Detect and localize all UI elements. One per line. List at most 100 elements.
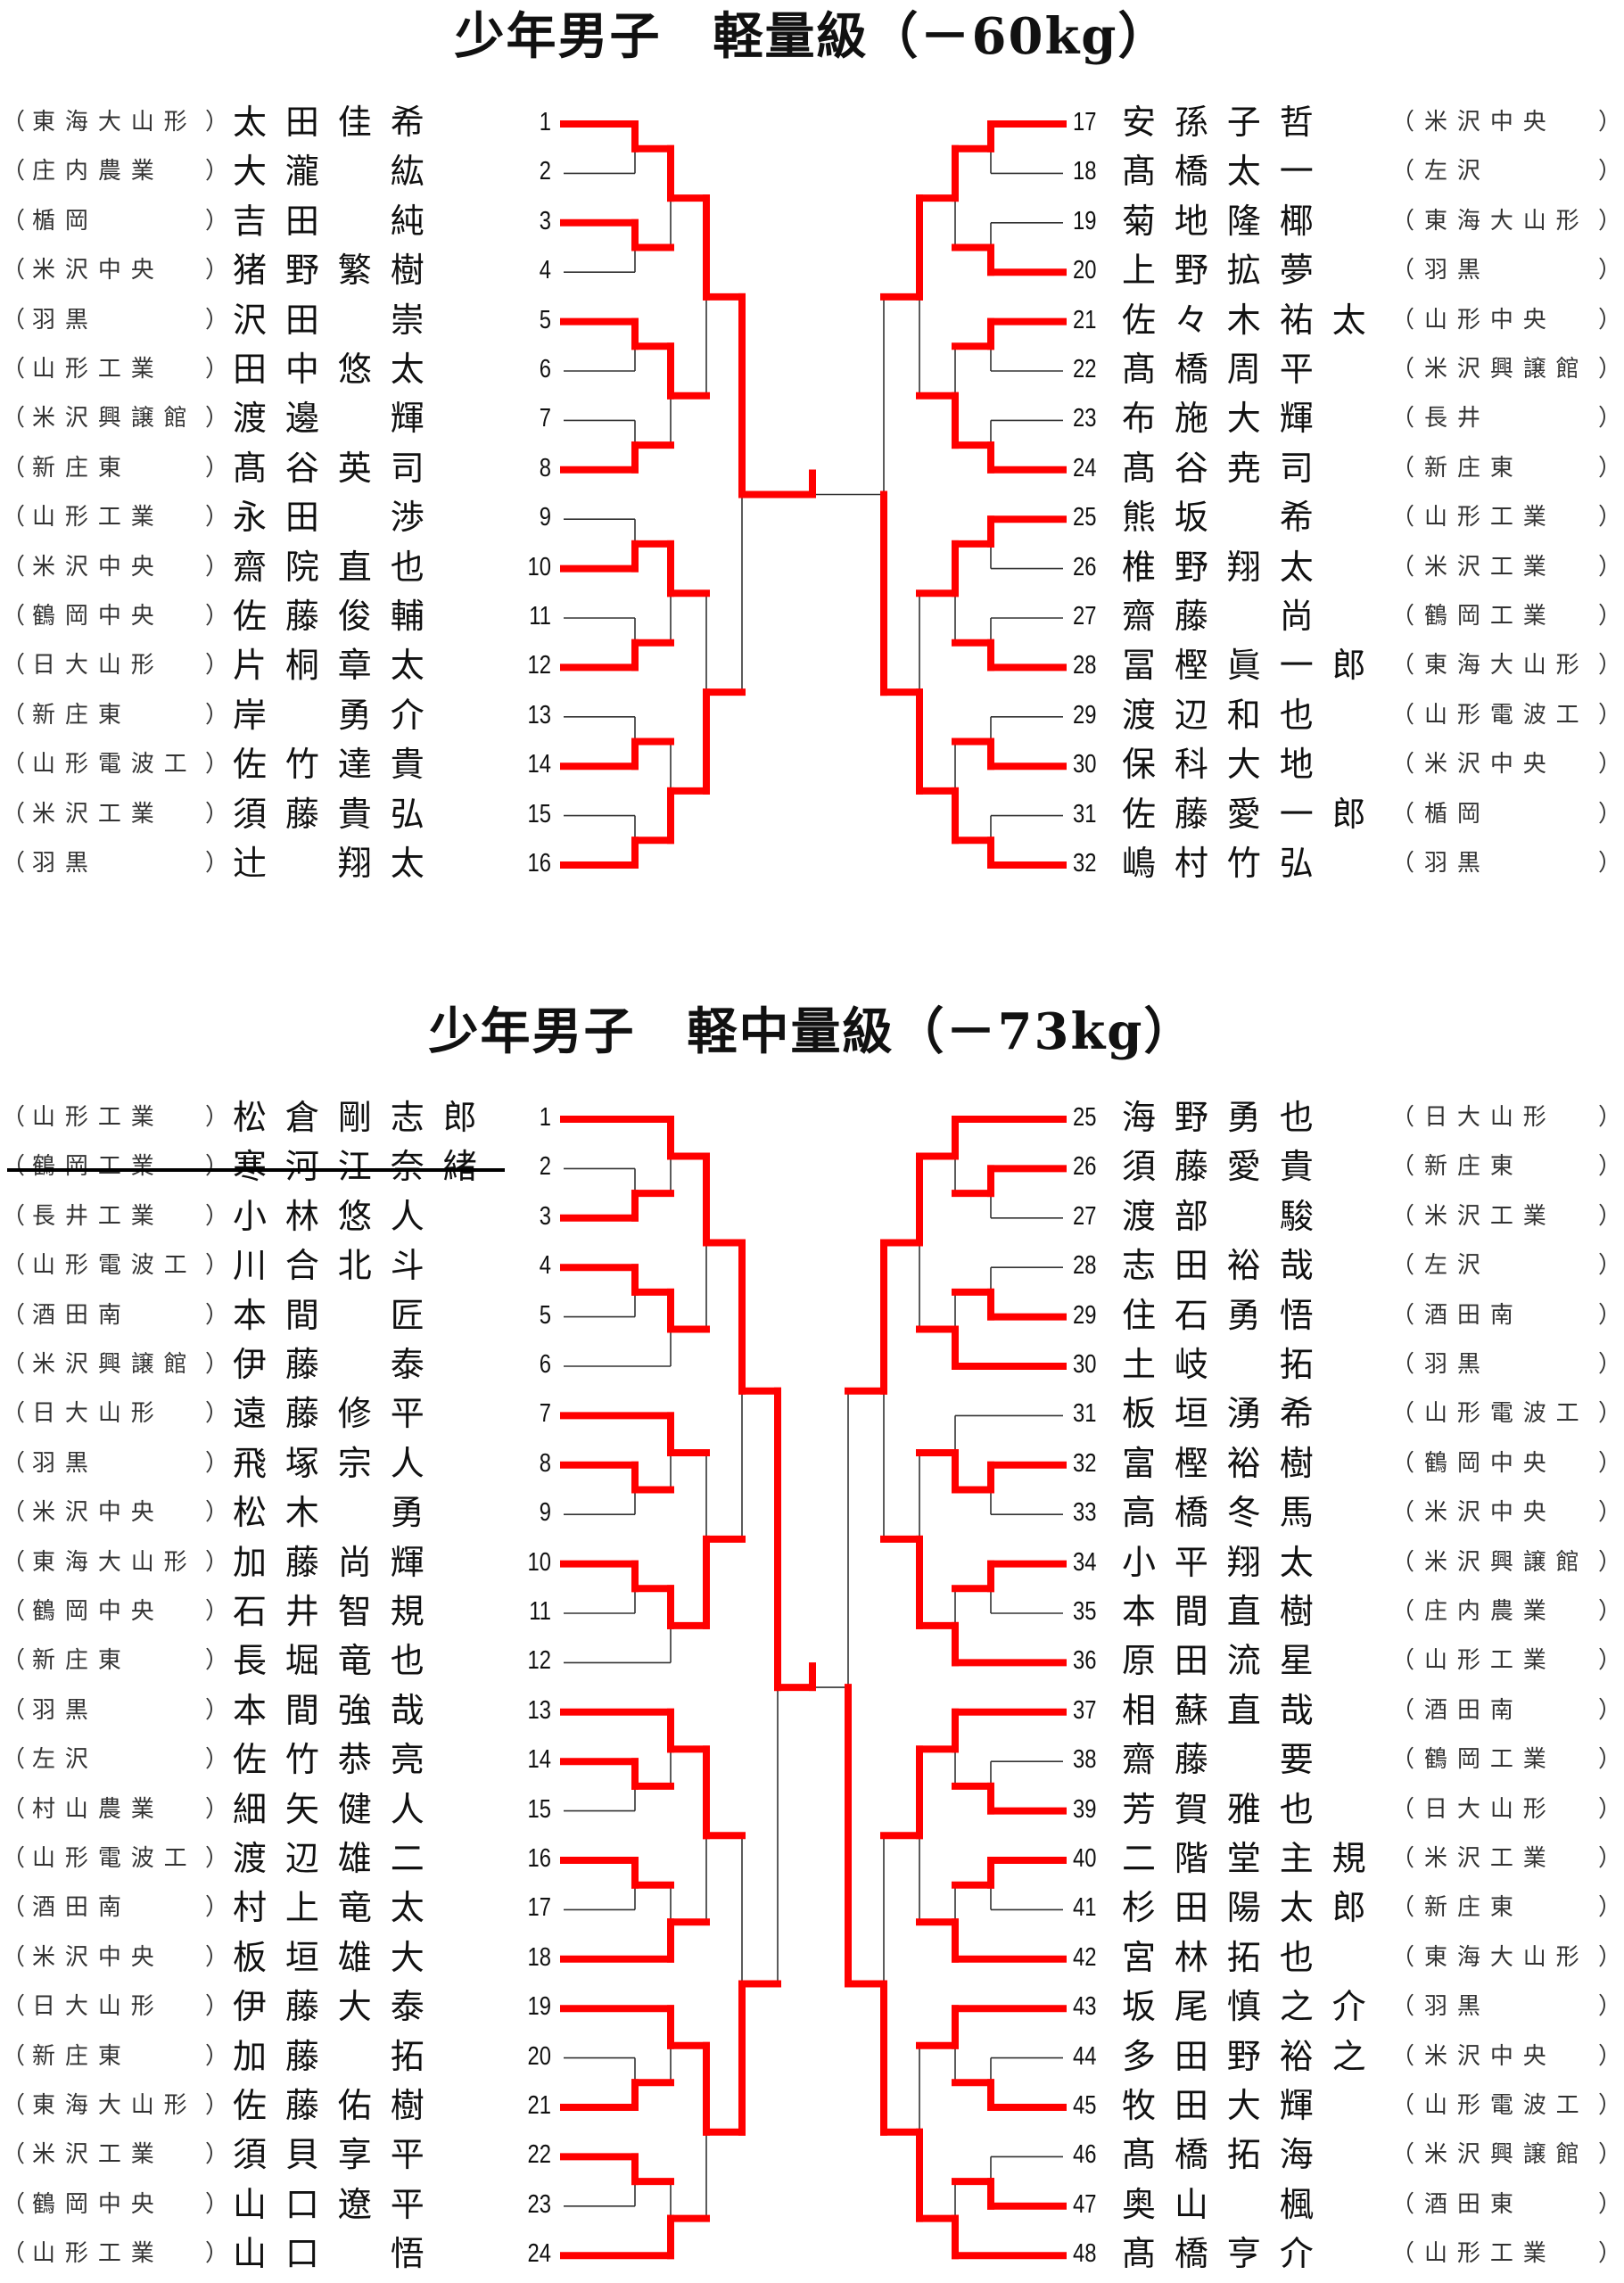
paren-close: ） [205, 1548, 229, 1576]
player-name: 田中悠太 [233, 350, 443, 389]
paren-close: ） [1598, 158, 1622, 185]
seed-number: 23 [1073, 404, 1097, 433]
paren-close: ） [205, 158, 229, 185]
paren-open: （ [2, 1795, 26, 1823]
player-name: 佐藤俊輔 [233, 597, 443, 636]
school-name: 鶴岡中央 [32, 603, 164, 630]
paren-open: （ [2, 2092, 26, 2119]
paren-open: （ [1391, 1746, 1415, 1774]
school-name: 山形工業 [1424, 2240, 1556, 2268]
seed-number: 16 [527, 1844, 551, 1873]
seed-number: 18 [527, 1942, 551, 1972]
player-name: 佐竹恭亮 [233, 1740, 443, 1780]
paren-open: （ [2, 1845, 26, 1872]
player-name: 本間直樹 [1122, 1592, 1332, 1631]
bracket-title-73kg: 少年男子 軽中量級（－73kg） [428, 1002, 1196, 1061]
paren-open: （ [2, 1301, 26, 1329]
seed-number: 10 [527, 552, 551, 581]
paren-close: ） [1598, 2042, 1622, 2070]
paren-open: （ [2, 2042, 26, 2070]
school-name: 羽黒 [32, 306, 98, 334]
school-name: 山形工業 [1424, 504, 1556, 532]
paren-close: ） [1598, 257, 1622, 284]
school-name: 東海大山形 [1424, 1943, 1589, 1971]
school-name: 米沢中央 [1424, 751, 1556, 779]
seed-number: 26 [1073, 552, 1097, 581]
school-name: 米沢中央 [1424, 1499, 1556, 1527]
paren-close: ） [1598, 306, 1622, 334]
paren-open: （ [2, 1746, 26, 1774]
paren-close: ） [1598, 2092, 1622, 2119]
school-name: 米沢中央 [1424, 2042, 1556, 2070]
paren-open: （ [2, 800, 26, 828]
paren-open: （ [1391, 356, 1415, 383]
paren-close: ） [205, 652, 229, 680]
paren-close: ） [205, 405, 229, 433]
seed-number: 33 [1073, 1498, 1097, 1528]
paren-close: ） [1598, 1993, 1622, 2021]
seed-number: 10 [527, 1547, 551, 1577]
paren-open: （ [2, 1400, 26, 1428]
paren-close: ） [205, 504, 229, 532]
player-name: 熊坂 希 [1122, 498, 1332, 538]
paren-open: （ [2, 2141, 26, 2169]
school-name: 羽黒 [1424, 1351, 1490, 1378]
player-name: 齋藤 尚 [1122, 597, 1332, 636]
seed-number: 6 [539, 1350, 551, 1379]
paren-close: ） [205, 207, 229, 235]
player-name: 齋院直也 [233, 547, 443, 587]
player-name: 本間 匠 [233, 1295, 443, 1335]
school-name: 東海大山形 [32, 109, 197, 136]
paren-open: （ [2, 1993, 26, 2021]
player-name: 髙橋亨介 [1122, 2234, 1332, 2274]
paren-close: ） [205, 2141, 229, 2169]
player-name: 布施大輝 [1122, 399, 1332, 439]
paren-close: ） [1598, 1301, 1622, 1329]
paren-open: （ [2, 1499, 26, 1527]
paren-open: （ [2, 109, 26, 136]
paren-close: ） [1598, 2240, 1622, 2268]
paren-close: ） [1598, 1795, 1622, 1823]
player-name: 佐藤愛一郎 [1122, 794, 1385, 834]
paren-open: （ [2, 306, 26, 334]
seed-number: 47 [1073, 2189, 1097, 2219]
seed-number: 42 [1073, 1942, 1097, 1972]
school-name: 酒田南 [32, 1894, 131, 1922]
bracket-title-60kg: 少年男子 軽量級（－60kg） [454, 7, 1170, 66]
paren-open: （ [2, 356, 26, 383]
paren-open: （ [1391, 1104, 1415, 1131]
paren-close: ） [205, 454, 229, 482]
player-name: 須藤貴弘 [233, 794, 443, 834]
player-name: 永田 渉 [233, 498, 443, 538]
seed-number: 7 [539, 404, 551, 433]
school-name: 左沢 [32, 1746, 98, 1774]
paren-open: （ [1391, 1943, 1415, 1971]
seed-number: 9 [539, 503, 551, 532]
school-name: 山形電波工 [1424, 2092, 1589, 2119]
paren-open: （ [2, 1548, 26, 1576]
school-name: 鶴岡中央 [32, 1598, 164, 1625]
paren-close: ） [205, 356, 229, 383]
player-name: 遠藤修平 [233, 1394, 443, 1434]
player-name: 須藤愛貴 [1122, 1147, 1332, 1187]
seed-number: 27 [1073, 602, 1097, 631]
player-name: 伊藤大泰 [233, 1987, 443, 2027]
seed-number: 28 [1073, 1251, 1097, 1281]
paren-open: （ [1391, 603, 1415, 630]
